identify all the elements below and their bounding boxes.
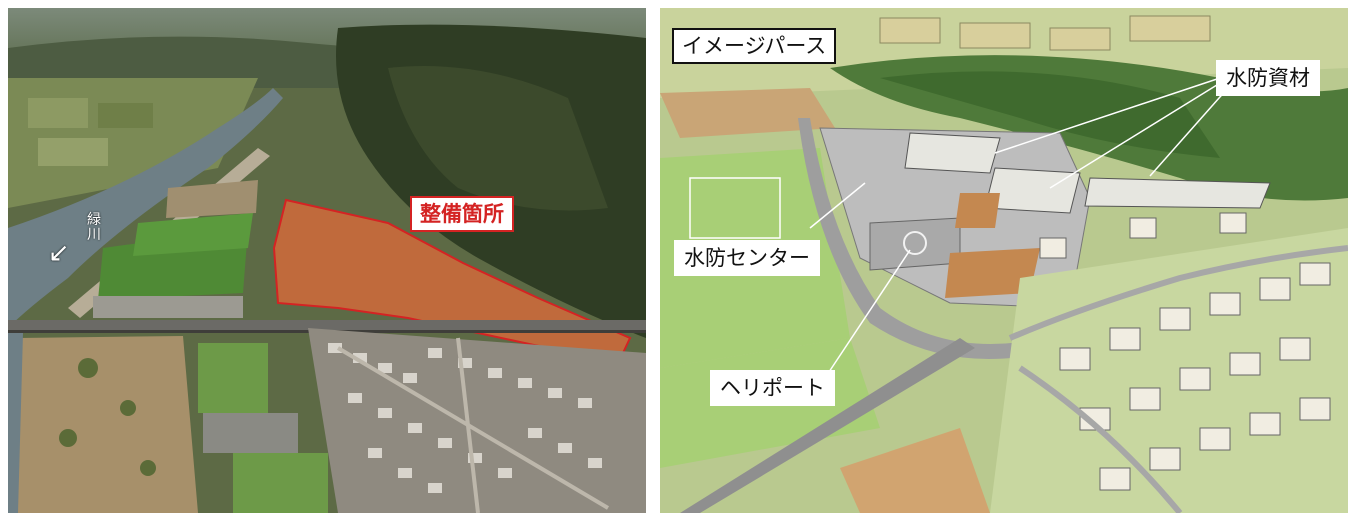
river-label: 緑川 [87,212,101,243]
site-label: 整備箇所 [410,196,514,232]
flood-center-label: 水防センター [674,240,820,276]
aerial-photo-image [8,8,646,513]
aerial-photo: 緑川 ↙ 整備箇所 [8,8,646,513]
heliport-label: ヘリポート [710,370,835,406]
perspective-title-label: イメージパース [672,28,837,64]
image-perspective-illustration: イメージパース 水防資材 水防センター ヘリポート [660,8,1348,513]
flood-materials-label: 水防資材 [1216,60,1320,96]
river-flow-arrow: ↙ [48,238,70,268]
